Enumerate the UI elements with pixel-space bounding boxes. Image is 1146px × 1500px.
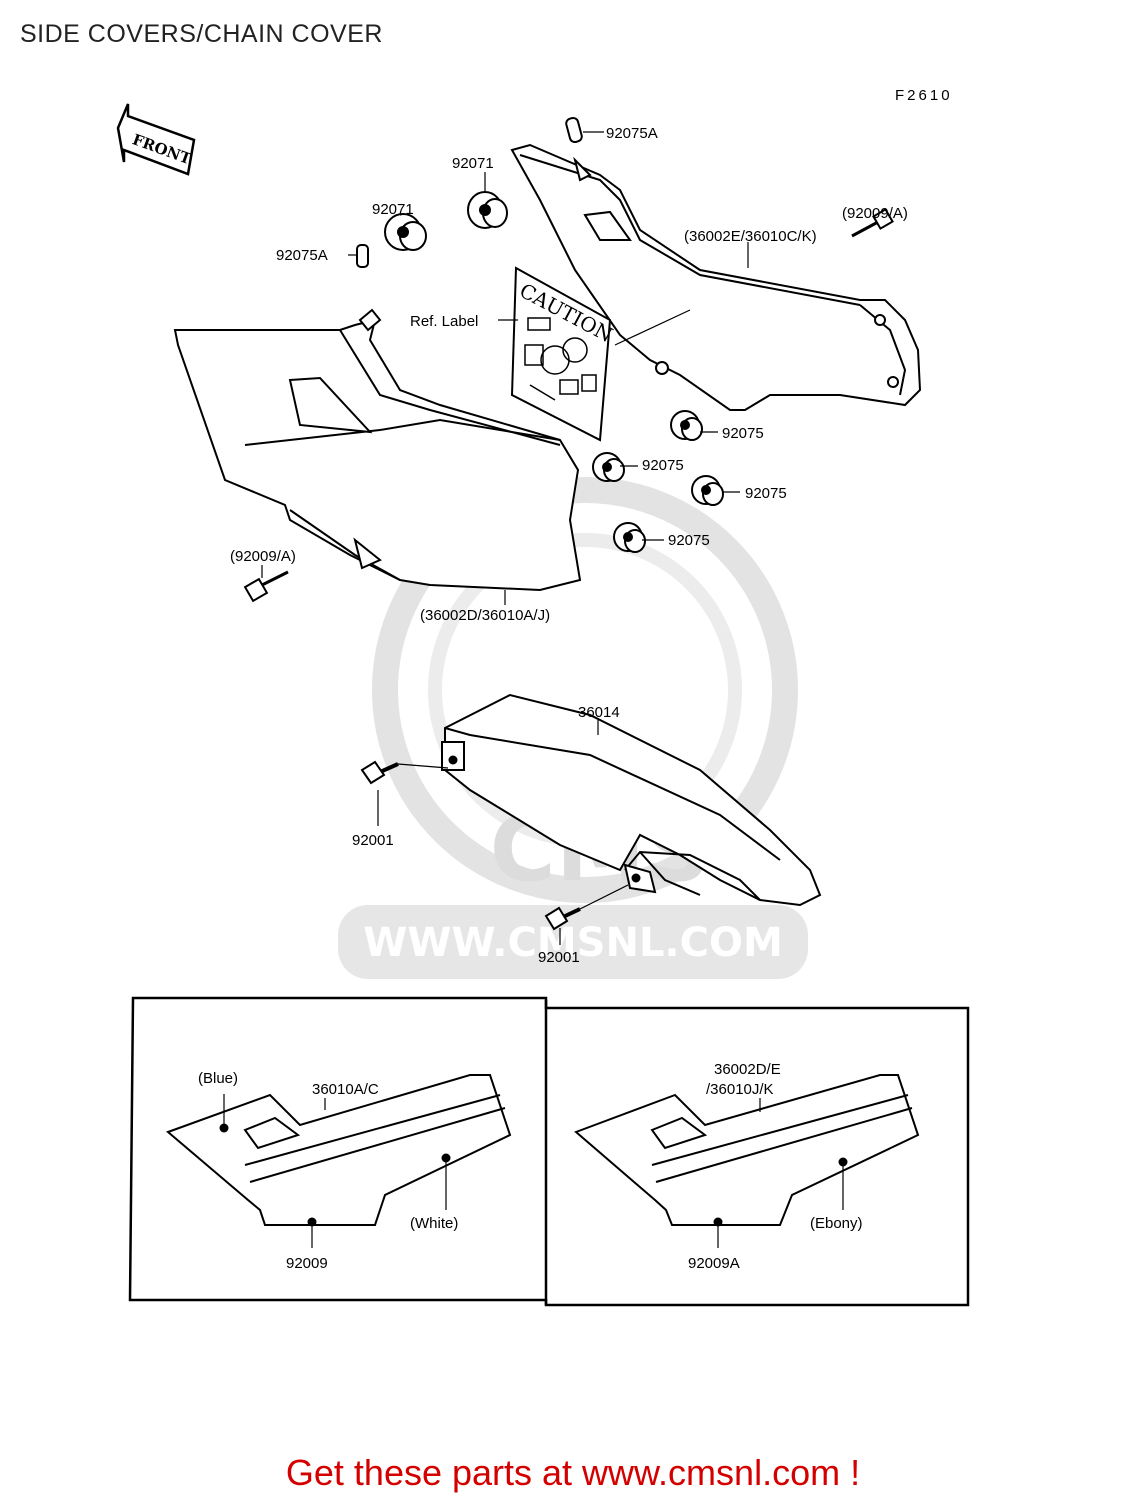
grommet-92075-2: [592, 452, 625, 482]
callout-92075A-left: 92075A: [276, 247, 328, 264]
inset-right-leaders: [717, 1098, 844, 1248]
callout-36014: 36014: [578, 704, 620, 721]
callout-36002D: (36002D/36010A/J): [420, 607, 550, 624]
callout-92071-top: 92071: [452, 155, 494, 172]
watermark-url-box: [338, 905, 808, 979]
inset-left-color-note: (Blue): [198, 1070, 238, 1087]
inset-left-bottom-part: 92009: [286, 1255, 328, 1272]
clip-92075A-left: [356, 244, 369, 268]
callout-92075-3: 92075: [745, 485, 787, 502]
inset-right-bottom-part: 92009A: [688, 1255, 740, 1272]
grommet-92075-4: [613, 522, 646, 553]
callout-92071-left: 92071: [372, 201, 414, 218]
inset-left-leaders: [223, 1094, 447, 1248]
bolt-92009A-right: [851, 208, 894, 238]
page-title: SIDE COVERS/CHAIN COVER: [20, 20, 383, 48]
grommet-92075-3: [691, 475, 724, 506]
footer-link[interactable]: Get these parts at www.cmsnl.com !: [285, 1452, 861, 1493]
inset-left-color-note2: (White): [410, 1215, 458, 1232]
inset-right-part-line2: /36010J/K: [706, 1081, 774, 1098]
bolt-92001-2: [544, 884, 629, 931]
callout-36002E: (36002E/36010C/K): [684, 228, 817, 245]
bolt-92009A-left: [243, 570, 289, 603]
left-side-cover: [173, 308, 582, 592]
leader-lines: [261, 131, 749, 945]
clip-92075A-top: [565, 116, 583, 144]
front-arrow-icon: FRONT: [116, 103, 196, 176]
grommet-92071-top: [467, 191, 508, 229]
inset-right-part-line1: 36002D/E: [714, 1061, 781, 1078]
callout-92009A-left: (92009/A): [230, 548, 296, 565]
watermark-logo-ring: [372, 477, 798, 903]
bolt-92001-1: [360, 760, 449, 785]
callout-92075A-top: 92075A: [606, 125, 658, 142]
callout-92075-2: 92075: [642, 457, 684, 474]
inset-left-part: 36010A/C: [312, 1081, 379, 1098]
chain-cover: [441, 693, 822, 907]
figure-code: F2610: [895, 87, 953, 104]
grommet-92075-1: [670, 410, 703, 441]
inset-right-cover: [574, 1074, 920, 1227]
callout-ref-label: Ref. Label: [410, 313, 478, 330]
parts-diagram: CMS WWW.CMSNL.COM F2610 FRONT CAUTION: [116, 87, 970, 1307]
callout-92001-1: 92001: [352, 832, 394, 849]
callout-92009A-right: (92009/A): [842, 205, 908, 222]
right-side-cover: [510, 143, 922, 411]
callout-92075-4: 92075: [668, 532, 710, 549]
watermark-url-text: WWW.CMSNL.COM: [363, 920, 783, 966]
callout-92001-2: 92001: [538, 949, 580, 966]
inset-right-color-note: (Ebony): [810, 1215, 863, 1232]
callout-92075-1: 92075: [722, 425, 764, 442]
grommet-92071-left: [384, 213, 427, 251]
inset-panels: [128, 996, 970, 1307]
inset-left-cover: [166, 1074, 512, 1227]
